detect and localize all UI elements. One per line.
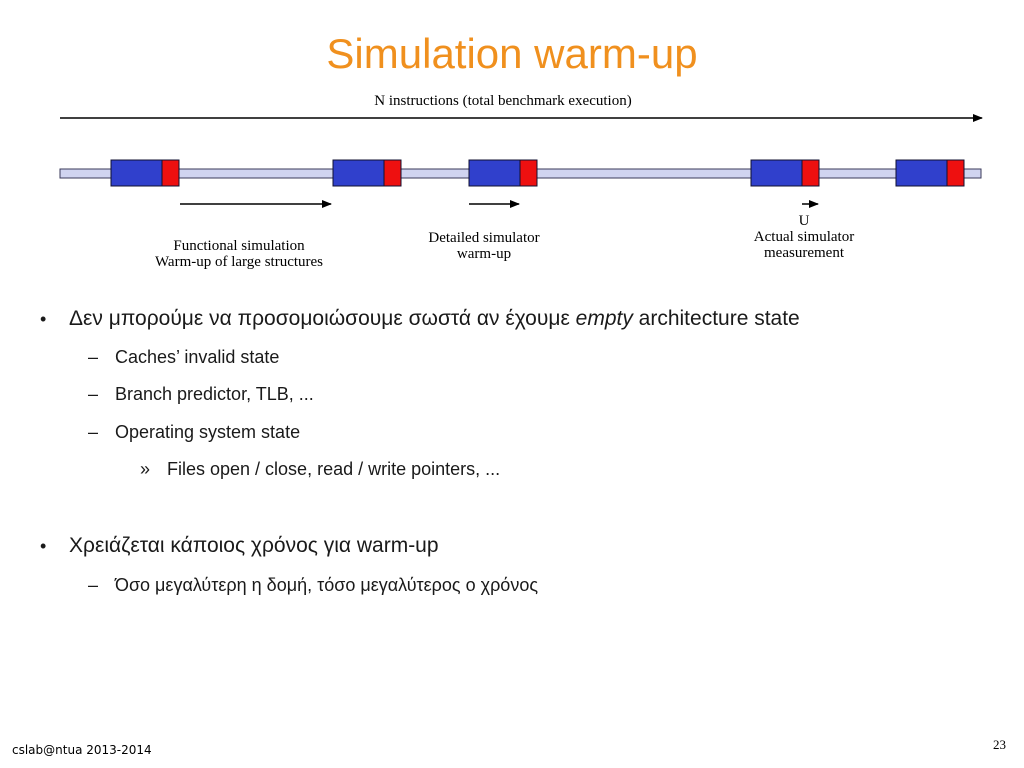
bullet-text: Δεν μπορούμε να προσομοιώσουμε σωστά αν … xyxy=(69,305,800,333)
caption-line: Detailed simulator xyxy=(428,230,540,246)
bullet-marker: • xyxy=(40,309,47,329)
warmup-segment xyxy=(895,159,948,187)
measurement-segment xyxy=(801,159,820,187)
sample-block-2 xyxy=(332,159,402,187)
sample-block-5 xyxy=(895,159,965,187)
bullet-text: Χρειάζεται κάποιος χρόνος για warm-up xyxy=(69,534,439,557)
measurement-segment xyxy=(161,159,180,187)
page-number: 23 xyxy=(993,737,1006,752)
measurement-segment xyxy=(946,159,965,187)
warmup-segment xyxy=(110,159,163,187)
sample-block-4 xyxy=(750,159,820,187)
caption-line: warm-up xyxy=(456,246,512,262)
actual-measurement-caption: U Actual simulator measurement xyxy=(724,213,884,261)
sub-bullet-text: Operating system state xyxy=(115,422,301,442)
sub-bullet-marker: – xyxy=(88,347,99,367)
bullet-text-part: architecture state xyxy=(632,307,800,330)
sub-bullet-marker: – xyxy=(88,384,99,404)
caption-line: Actual simulator xyxy=(753,229,855,245)
sub-sub-bullet-marker: » xyxy=(140,459,151,479)
bullet-marker: • xyxy=(40,536,47,556)
total-instructions-label: N instructions (total benchmark executio… xyxy=(374,93,631,109)
warmup-segment xyxy=(750,159,803,187)
slide-title: Simulation warm-up xyxy=(326,30,698,77)
caption-line: Functional simulation xyxy=(173,238,305,254)
caption-line: Warm-up of large structures xyxy=(154,254,324,270)
bullet-text-emphasis: empty xyxy=(575,307,633,330)
timeline-diagram: N instructions (total benchmark executio… xyxy=(59,93,983,208)
sub-bullet-text: Branch predictor, TLB, ... xyxy=(115,384,314,404)
measurement-segment xyxy=(383,159,402,187)
warmup-segment xyxy=(332,159,385,187)
functional-simulation-caption: Functional simulation Warm-up of large s… xyxy=(128,238,350,270)
sub-bullet-text: Όσο μεγαλύτερη η δομή, τόσο μεγαλύτερος … xyxy=(115,575,538,595)
detailed-warmup-caption: Detailed simulator warm-up xyxy=(404,230,564,262)
sample-block-3 xyxy=(468,159,538,187)
sub-sub-bullet-text: Files open / close, read / write pointer… xyxy=(167,459,501,479)
sub-bullet-marker: – xyxy=(88,575,99,595)
sub-bullet-text: Caches’ invalid state xyxy=(115,347,280,367)
footer-text: cslab@ntua 2013-2014 xyxy=(12,743,152,757)
warmup-segment xyxy=(468,159,521,187)
caption-line: measurement xyxy=(764,245,844,261)
sample-block-1 xyxy=(110,159,180,187)
caption-line: U xyxy=(798,213,810,229)
bullet-text-part: Δεν μπορούμε να προσομοιώσουμε σωστά αν … xyxy=(69,307,576,330)
sub-bullet-marker: – xyxy=(88,422,99,442)
measurement-segment xyxy=(519,159,538,187)
